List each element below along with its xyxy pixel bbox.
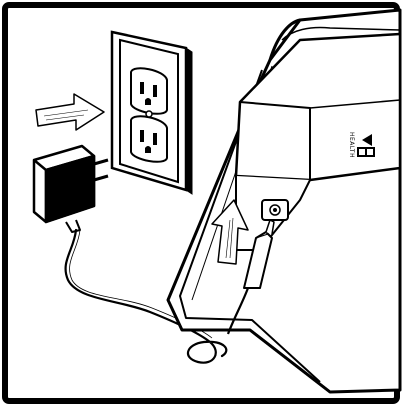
wall-outlet-icon (112, 32, 192, 194)
brand-text: HEALTH (348, 132, 355, 158)
